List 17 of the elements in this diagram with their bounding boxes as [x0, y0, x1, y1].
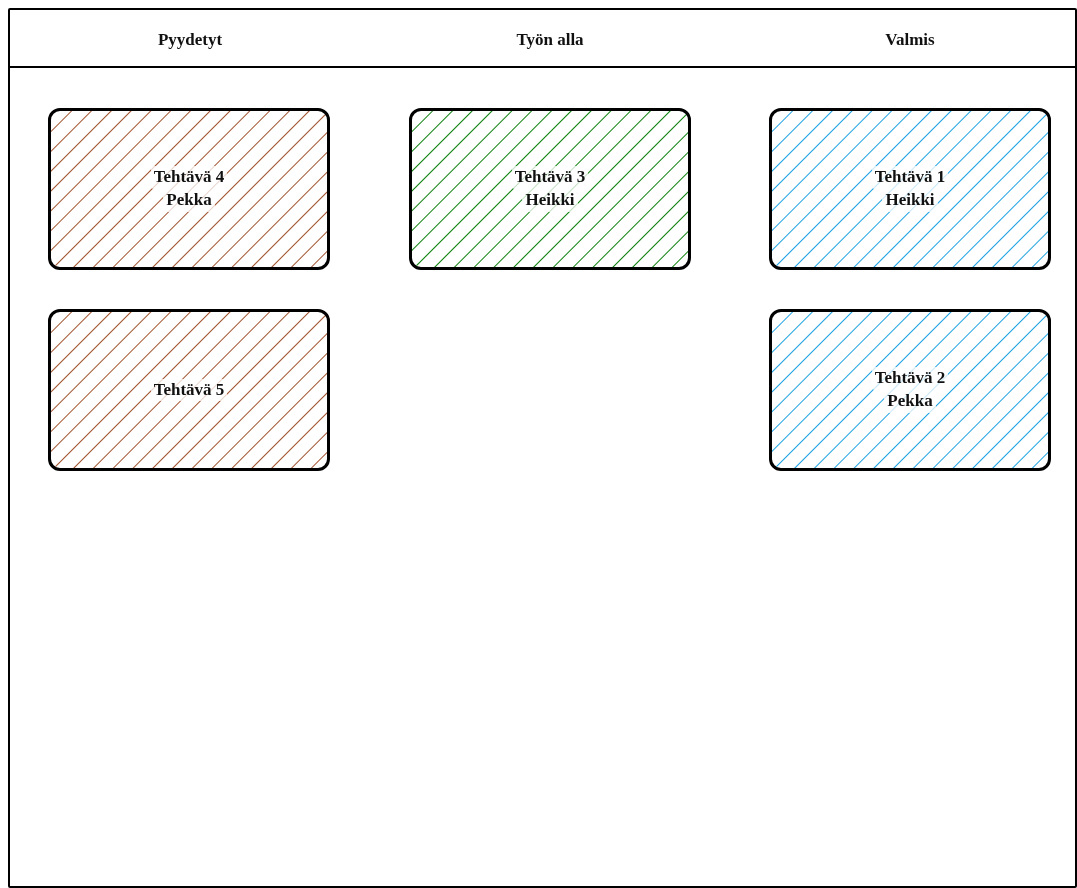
- column-heading: Työn alla: [515, 30, 585, 50]
- task-card: [409, 108, 691, 270]
- column-heading: Valmis: [884, 30, 936, 50]
- card-title: Tehtävä 4: [150, 166, 228, 189]
- card-assignee: Pekka: [884, 390, 936, 413]
- kanban-board: [8, 8, 1077, 888]
- card-title: Tehtävä 1: [871, 166, 949, 189]
- task-card: [48, 309, 330, 471]
- card-assignee: Heikki: [882, 189, 938, 212]
- task-card: [769, 309, 1051, 471]
- card-title: Tehtävä 3: [511, 166, 589, 189]
- card-assignee: Pekka: [163, 189, 215, 212]
- column-heading: Pyydetyt: [156, 30, 224, 50]
- task-card: [769, 108, 1051, 270]
- card-title: Tehtävä 2: [871, 367, 949, 390]
- task-card: [48, 108, 330, 270]
- card-assignee: Heikki: [522, 189, 578, 212]
